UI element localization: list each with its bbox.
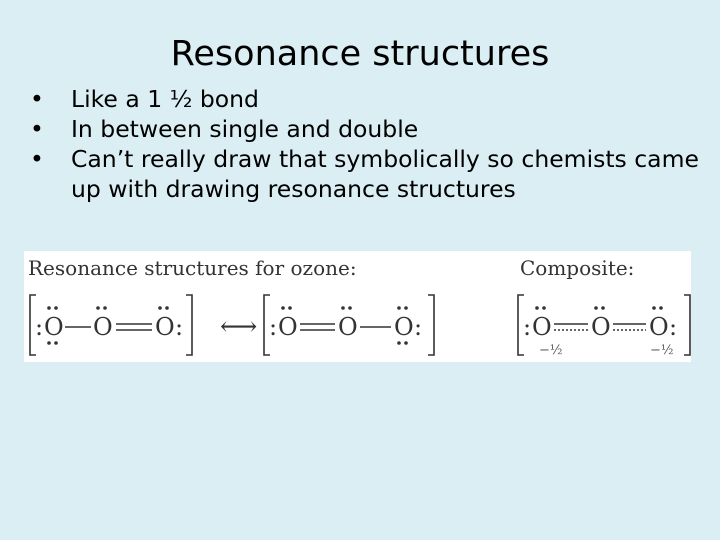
bonds-structure-1 [65,323,152,331]
bonds-composite [554,323,646,331]
bonds-structure-2 [300,323,391,331]
oxygen-atom: O [44,313,64,341]
bullet-item: • Like a 1 ½ bond [30,84,710,114]
lone-pair-dots-composite [535,306,663,310]
oxygen-atom: O [338,313,358,341]
lone-pair-dots-2 [281,306,408,345]
bracket-pair-1 [29,294,193,356]
oxygen-atom: O [532,313,552,341]
bullet-icon: • [30,115,44,143]
ozone-resonance-figure: Resonance structures for ozone: Composit… [24,251,691,362]
oxygen-atom: O [278,313,298,341]
partial-charge-label: −½ [539,343,563,358]
bullet-list: • Like a 1 ½ bond • In between single an… [30,84,710,204]
lone-pair-colon: : [175,313,183,341]
bullet-text: Like a 1 ½ bond [71,85,259,113]
bullet-item: • In between single and double [30,114,710,144]
bullet-icon: • [30,145,44,173]
right-caption: Composite: [520,256,634,280]
lone-pair-colon: : [414,313,422,341]
bullet-item: • Can’t really draw that symbolically so… [30,144,710,204]
oxygen-atom: O [394,313,414,341]
ozone-resonance-svg: Resonance structures for ozone: Composit… [28,256,691,358]
resonance-arrow-icon: ⟷ [220,312,257,342]
left-caption: Resonance structures for ozone: [28,256,357,280]
slide-title: Resonance structures [170,34,550,74]
lone-pair-dots-1 [47,306,169,345]
oxygen-atom: O [93,313,113,341]
bullet-icon: • [30,85,44,113]
lone-pair-colon: : [669,313,677,341]
oxygen-atom: O [591,313,611,341]
bullet-text: In between single and double [71,115,419,143]
bracket-pair-2 [263,294,435,356]
bullet-text: Can’t really draw that symbolically so c… [71,145,699,203]
oxygen-atom: O [649,313,669,341]
oxygen-atom: O [155,313,175,341]
partial-charge-label: −½ [650,343,674,358]
lone-pair-colon: : [523,313,531,341]
lone-pair-colon: : [35,313,43,341]
lone-pair-colon: : [269,313,277,341]
bracket-pair-composite [517,294,691,356]
